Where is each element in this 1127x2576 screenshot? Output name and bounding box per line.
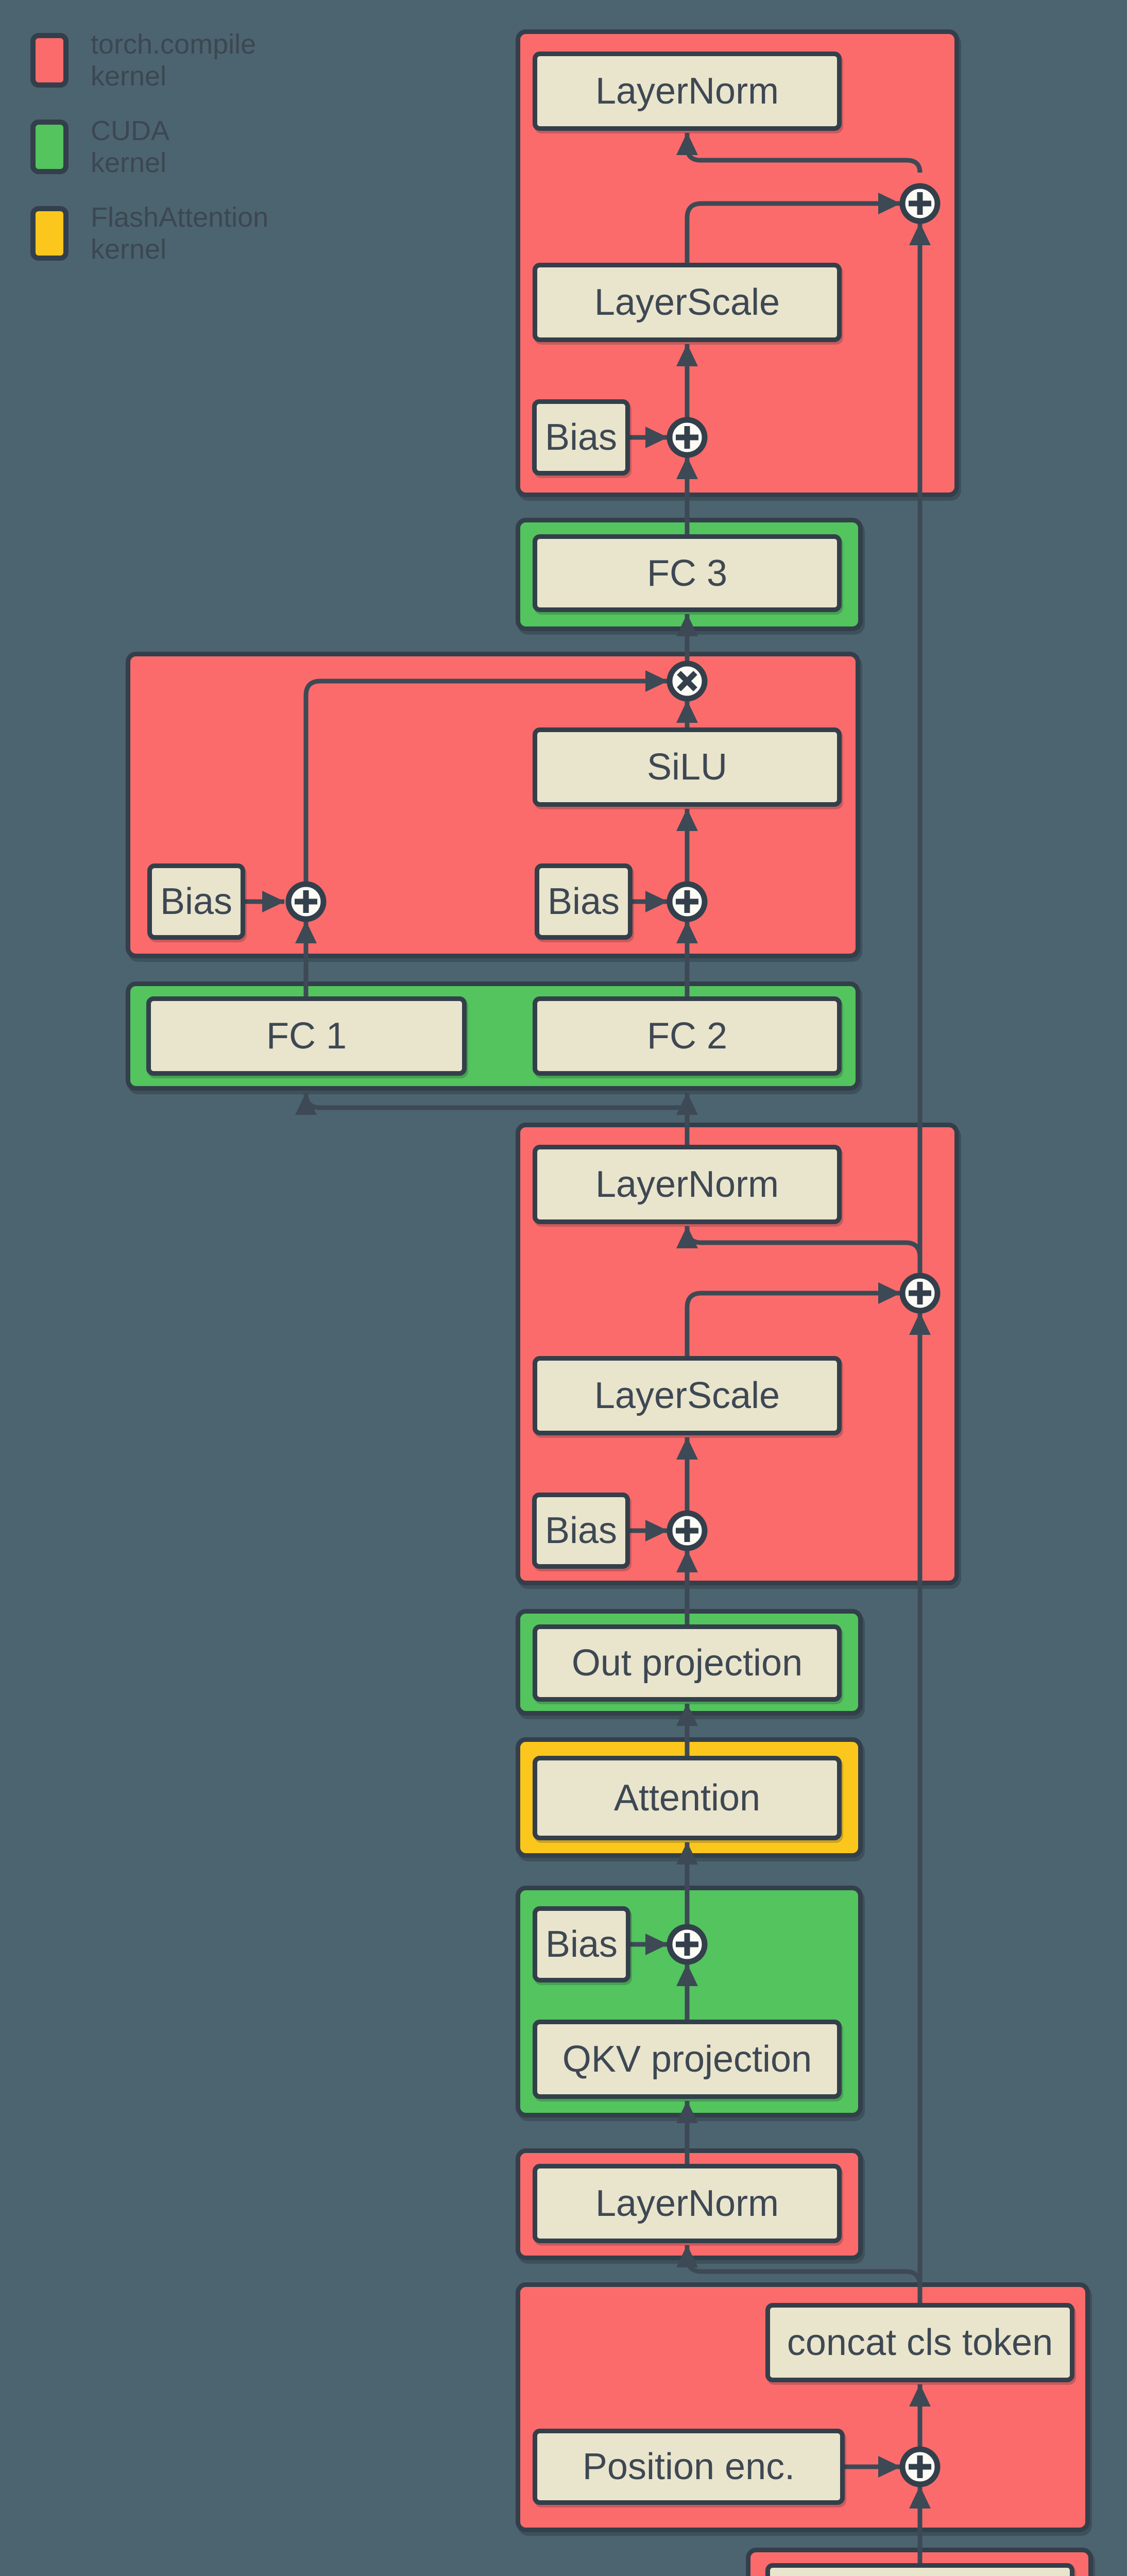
add-op-icon [667,1510,708,1551]
add-op-icon [285,881,327,922]
wire-layernorm-to-fc1 [295,1091,687,1115]
legend-label: FlashAttention kernel [91,202,269,265]
add-op-icon [667,1924,708,1965]
node-bias-qkv: Bias [533,1906,630,1982]
node-layernorm-embed: LayerNorm [533,2164,842,2243]
node-layerscale-top: LayerScale [533,263,842,342]
legend-label: torch.compile kernel [91,29,257,92]
node-layernorm-mid: LayerNorm [533,1145,842,1224]
node-bias-fc2: Bias [535,863,633,940]
torch-compile-swatch-icon [30,33,69,88]
node-convolution: Convolution [765,2563,1074,2576]
node-bias-mlp-out: Bias [532,399,630,476]
legend-item-torch-compile: torch.compile kernel [30,29,256,92]
node-layernorm-top: LayerNorm [533,52,842,131]
legend-item-cuda: CUDA kernel [30,115,168,178]
node-out-projection: Out projection [533,1624,842,1702]
multiply-op-icon [667,660,708,702]
node-fc2: FC 2 [533,996,842,1076]
node-fc3: FC 3 [533,534,842,612]
wire-layerscale-to-residual-mid [685,1282,901,1356]
add-op-icon [899,1273,941,1314]
wire-gate-to-multiply [303,670,668,884]
node-silu: SiLU [533,727,842,807]
wire-branch-to-layernorm-mid [676,1226,923,1258]
add-op-icon [667,881,708,922]
node-bias-fc1: Bias [147,863,245,940]
node-fc1: FC 1 [146,996,467,1076]
wire-layerscale-to-residual-top [685,193,901,263]
add-op-icon [667,417,708,458]
add-op-icon [899,2446,941,2487]
flash-attention-swatch-icon [30,206,69,261]
node-concat-cls-token: concat cls token [765,2303,1074,2382]
add-op-icon [899,183,941,224]
wire-branch-to-layernorm-top [676,132,923,173]
node-qkv-projection: QKV projection [533,2020,842,2099]
legend-item-flash-attention: FlashAttention kernel [30,202,268,265]
node-layerscale-mid: LayerScale [533,1356,842,1435]
cuda-swatch-icon [30,120,69,174]
node-bias-attn-out: Bias [532,1493,630,1569]
node-position-enc: Position enc. [533,2429,845,2505]
legend-label: CUDA kernel [91,115,168,178]
node-attention: Attention [533,1756,842,1840]
wire-branch-to-layernorm-embed [676,2245,923,2286]
